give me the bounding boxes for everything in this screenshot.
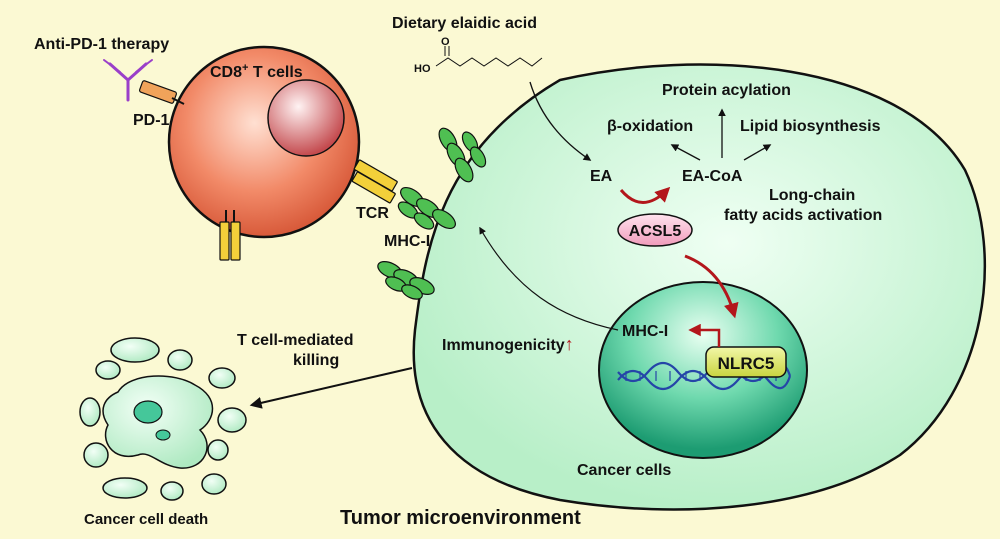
acsl5-enzyme: [617, 213, 693, 247]
t-cell-killing-label-1: T cell-mediated: [237, 332, 353, 349]
molecule-ho-label: HO: [414, 63, 431, 75]
pd1-receptor-icon: [138, 80, 185, 105]
nlrc5-box: [705, 346, 787, 378]
protein-acylation-label: Protein acylation: [662, 82, 791, 99]
arrow-to-beta-oxidation: [670, 144, 701, 161]
ea-to-eacoa-arrow: [619, 186, 671, 204]
mhc1-engaged-icon: [397, 186, 456, 230]
anti-pd1-antibody-icon: [103, 59, 153, 102]
arrow-to-lipid-biosynthesis: [743, 144, 772, 161]
t-cell-nucleus: [267, 79, 345, 157]
killing-arrow: [249, 367, 413, 409]
fragment-nucleus: [133, 400, 163, 424]
ea-coa-label: EA-CoA: [682, 168, 743, 185]
t-cell-bottom-receptor-icon: [219, 210, 241, 261]
beta-oxidation-label: β-oxidation: [607, 118, 693, 135]
dietary-acid-label: Dietary elaidic acid: [392, 15, 537, 32]
pd1-label: PD-1: [133, 112, 170, 129]
cancer-cell-nucleus: [598, 281, 808, 459]
long-chain-label-2: fatty acids activation: [724, 207, 882, 224]
cancer-cell-death-label: Cancer cell death: [84, 511, 208, 528]
tcr-receptor-icon: [351, 159, 398, 204]
acsl5-label: ACSL5: [629, 223, 682, 240]
up-arrow-icon: ↑: [565, 334, 574, 354]
elaidic-acid-molecule: [435, 46, 543, 67]
molecule-o-label: O: [441, 36, 450, 48]
mhc1-receptor-label: MHC-I: [384, 233, 430, 250]
mhc1-lower-icon: [377, 261, 435, 300]
cancer-cell-fragments: [79, 337, 247, 501]
long-chain-label-1: Long-chain: [769, 187, 855, 204]
cd8-label: CD8+ T cells: [210, 62, 303, 81]
acsl5-to-nucleus-arrow: [684, 254, 739, 319]
ea-label: EA: [590, 168, 613, 185]
lipid-biosynthesis-label: Lipid biosynthesis: [740, 118, 881, 135]
tumor-microenvironment-label: Tumor microenvironment: [340, 507, 581, 529]
mhc1-top-icon: [438, 127, 487, 183]
t-cell-killing-label-2: killing: [293, 352, 339, 369]
nlrc5-label: NLRC5: [718, 354, 775, 373]
nlrc5-to-mhc1-arrow: [688, 323, 721, 347]
tcr-label: TCR: [356, 205, 389, 222]
mhc1-gene-label: MHC-I: [622, 323, 668, 340]
fragment-nucleus-small: [155, 429, 171, 441]
mhc1-upregulation-arrow: [479, 226, 619, 331]
immunogenicity-label: Immunogenicity↑: [442, 334, 574, 354]
anti-pd1-label: Anti-PD-1 therapy: [34, 36, 169, 53]
cancer-cells-label: Cancer cells: [577, 462, 671, 479]
dietary-acid-to-ea-arrow: [529, 81, 592, 161]
